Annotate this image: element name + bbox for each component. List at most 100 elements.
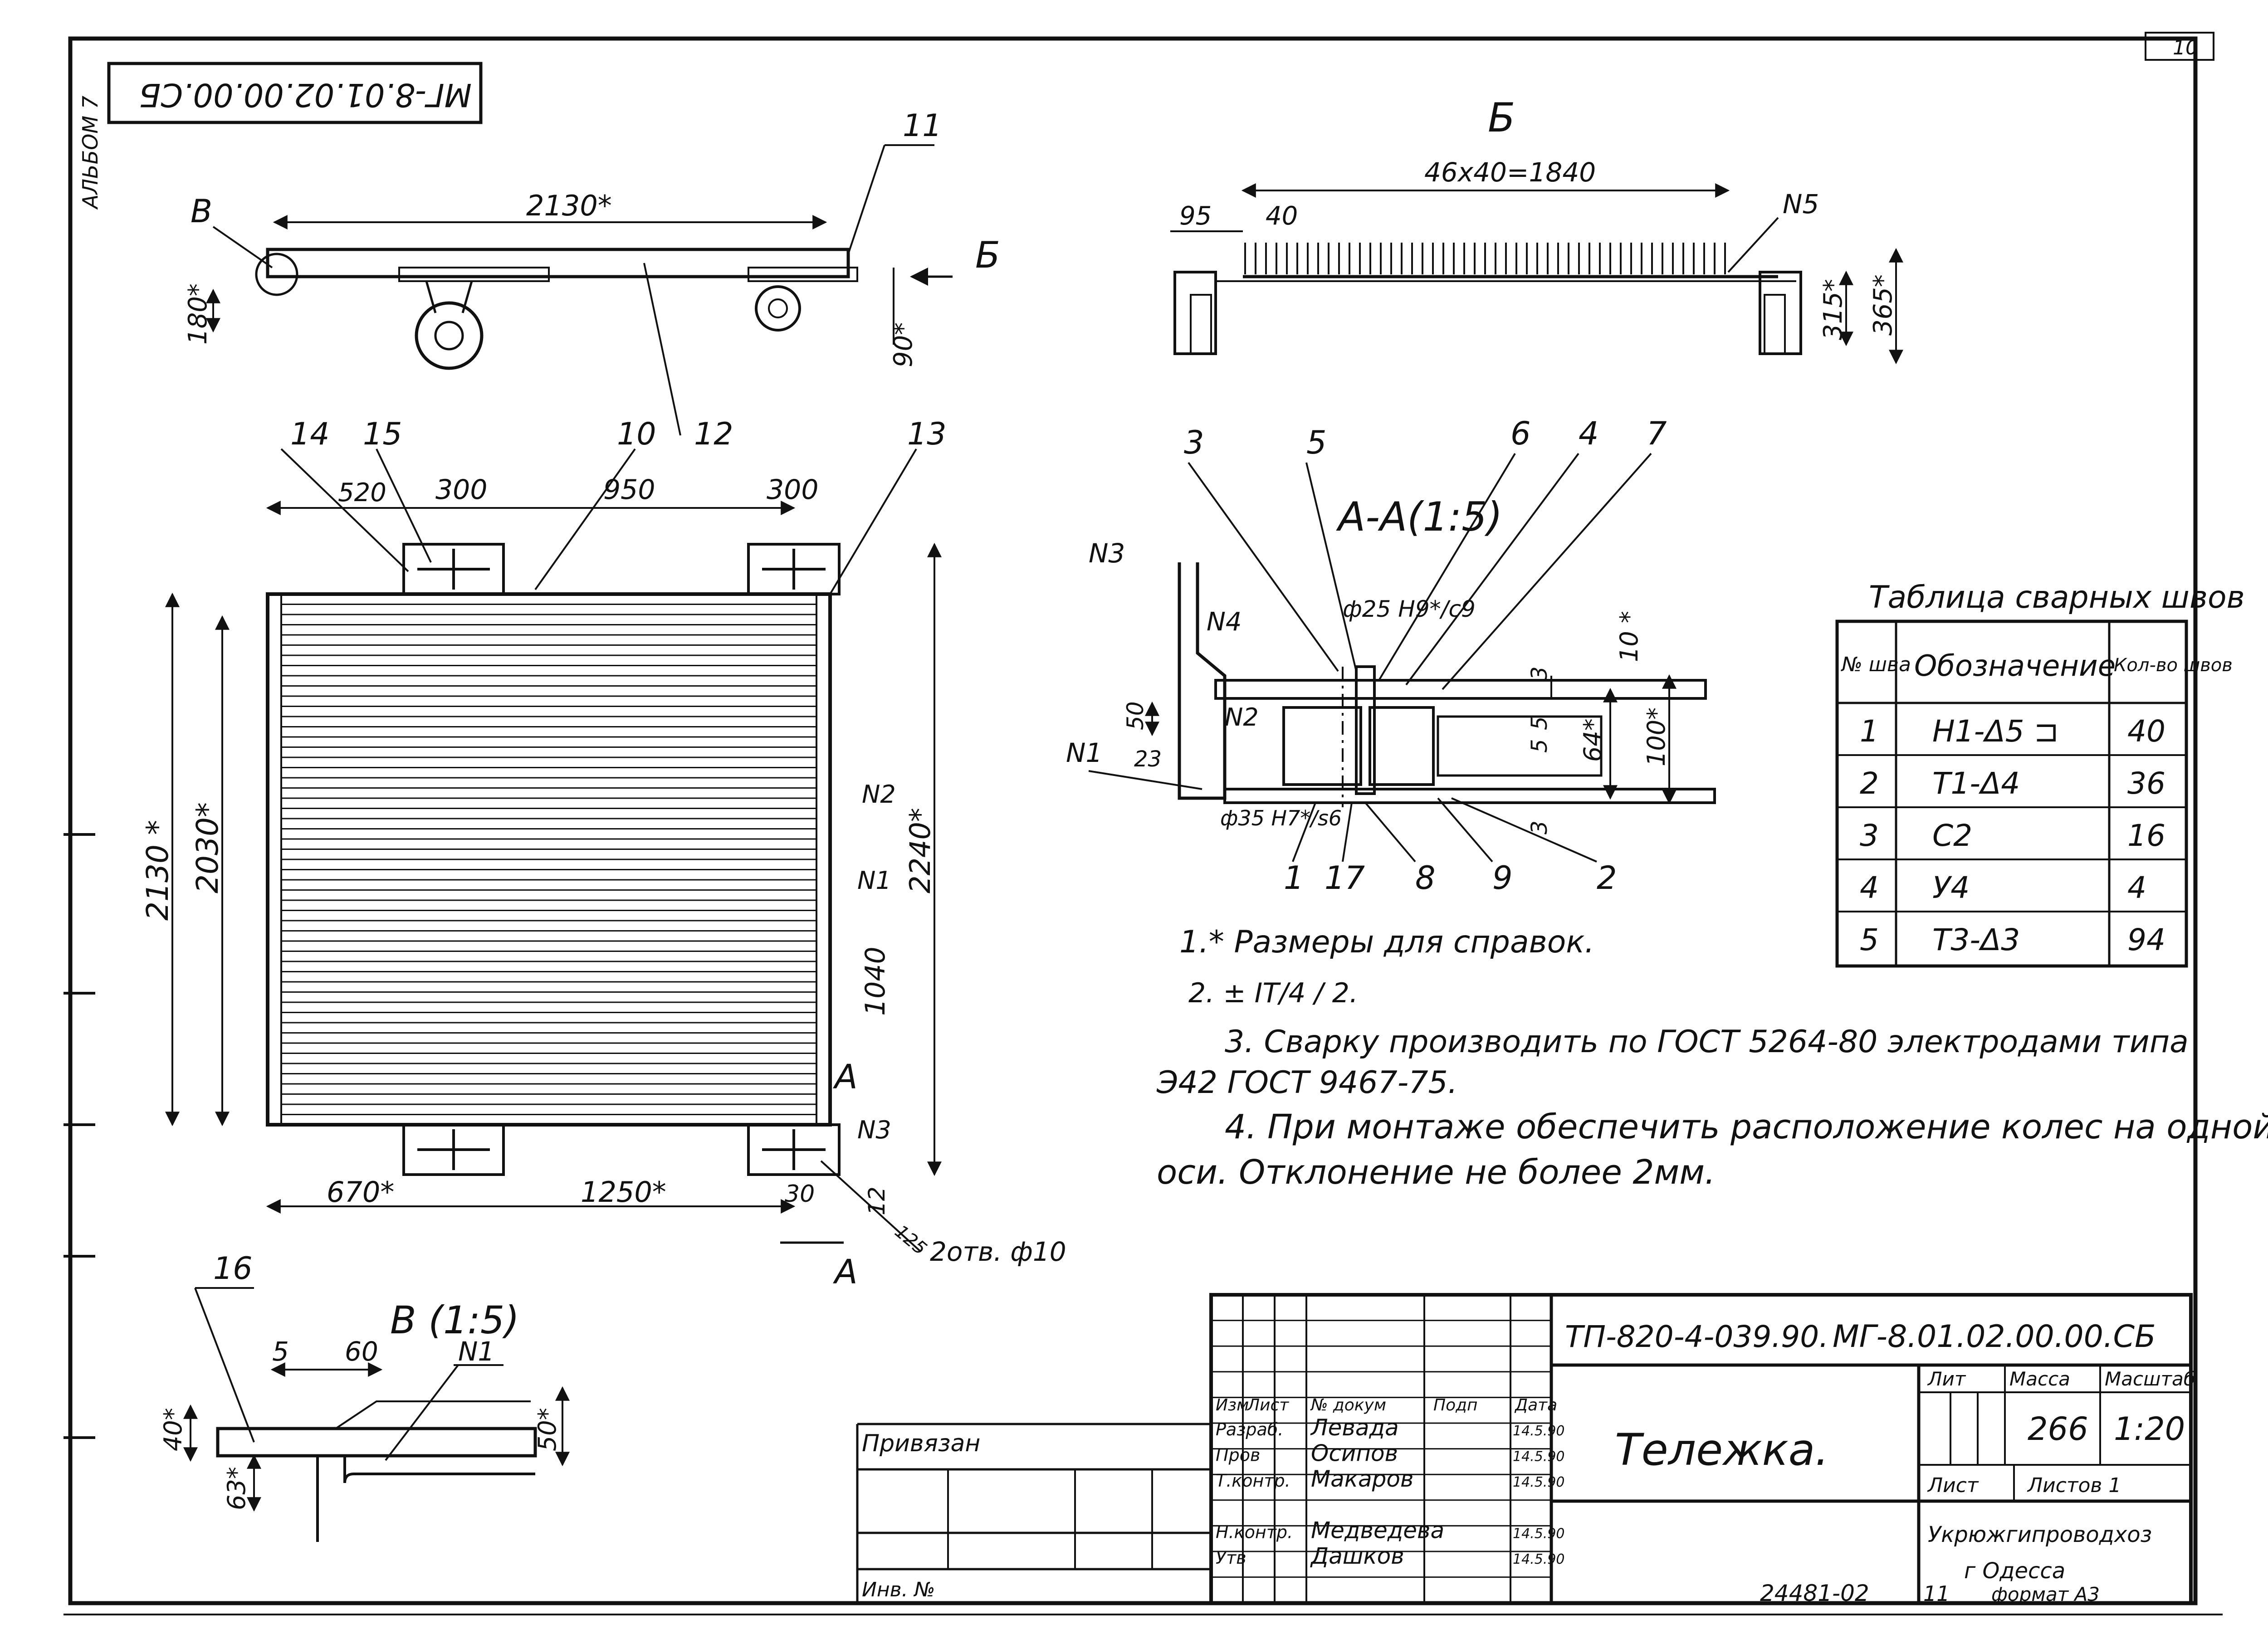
aa-weld-n1: N1 bbox=[1066, 737, 1102, 768]
weld-header-designation: Обозначение bbox=[1914, 649, 2116, 683]
rotated-code: МГ-8.01.02.00.00.СБ bbox=[139, 76, 472, 113]
tb-signer-role: Т.контр. bbox=[1216, 1471, 1290, 1491]
weld-cell: 1 bbox=[1860, 714, 1879, 749]
aa-fit-bottom: ф35 H7*/s6 bbox=[1220, 806, 1342, 830]
callout-14: 14 bbox=[290, 416, 330, 452]
tb-signer-name: Дашков bbox=[1310, 1543, 1404, 1569]
tb-signer-date: 14.5.90 bbox=[1513, 1423, 1565, 1439]
top-dim-height: 180* bbox=[183, 283, 213, 345]
tb-mass: 266 bbox=[2028, 1410, 2088, 1448]
grating-slats bbox=[281, 604, 816, 1115]
tb-signer-name: Макаров bbox=[1311, 1466, 1413, 1492]
b-dim-365: 365* bbox=[1868, 274, 1898, 336]
aa-callout-7: 7 bbox=[1647, 415, 1667, 452]
tb-drawing-code: МГ-8.01.02.00.00.СБ bbox=[1833, 1319, 2156, 1355]
note-2: 2. ± IT/4 / 2. bbox=[1188, 977, 1358, 1009]
note-3: 3. Сварку производить по ГОСТ 5264-80 эл… bbox=[1225, 1024, 2189, 1060]
detail-weld-n1: N1 bbox=[458, 1336, 494, 1367]
weld-cell: 5 bbox=[1860, 922, 1879, 957]
note-3b: Э42 ГОСТ 9467-75. bbox=[1156, 1065, 1457, 1101]
plan-dim-300b: 300 bbox=[767, 474, 819, 506]
aa-callout-2: 2 bbox=[1597, 859, 1617, 897]
rotated-code-box: МГ-8.01.02.00.00.СБ bbox=[107, 62, 483, 124]
detail-dim-40: 40* bbox=[159, 1408, 187, 1451]
aa-dim-3b: 3 bbox=[1527, 820, 1552, 834]
plan-section-a-top: A bbox=[833, 1058, 858, 1097]
aa-weld-n2: N2 bbox=[1225, 703, 1259, 732]
tb-col-header: Подп bbox=[1433, 1396, 1478, 1415]
plan-dim-950: 950 bbox=[603, 474, 655, 506]
aa-callout-5: 5 bbox=[1306, 424, 1327, 461]
detail-v: B (1:5) 16 5 60 N1 40* 63* 50* bbox=[159, 1251, 570, 1542]
plan-dim-670: 670* bbox=[327, 1176, 394, 1209]
aa-weld-n3: N3 bbox=[1089, 538, 1125, 569]
sheet-frame: 10 АЛЬБОМ 7 bbox=[64, 32, 2223, 1615]
plan-dim-2240: 2240* bbox=[904, 808, 937, 893]
aa-dim-50: 50 bbox=[1122, 701, 1149, 730]
detail-v-title: B (1:5) bbox=[390, 1298, 519, 1342]
section-aa: A-A(1:5) ф25 H9*/c9 ф35 H7*/s6 3 5 6 4 7… bbox=[1066, 415, 1716, 897]
plan-dim-30: 30 bbox=[785, 1180, 815, 1208]
plan-section-a-bottom: A bbox=[833, 1253, 858, 1292]
tb-signer-date: 14.5.90 bbox=[1513, 1474, 1565, 1490]
weld-cell: 4 bbox=[2127, 870, 2146, 905]
note-1: 1.* Размеры для справок. bbox=[1179, 924, 1594, 960]
detail-callout-16: 16 bbox=[213, 1251, 253, 1287]
b-dim-95: 95 bbox=[1179, 201, 1212, 231]
tb-sheets-label: Листов 1 bbox=[2027, 1474, 2121, 1497]
weld-cell: 16 bbox=[2127, 818, 2165, 853]
plan-dim-1250: 1250* bbox=[581, 1176, 666, 1209]
tb-sheet-label: Лист bbox=[1927, 1474, 1979, 1497]
tb-signer-date: 14.5.90 bbox=[1513, 1551, 1565, 1567]
tb-signer-date: 14.5.90 bbox=[1513, 1449, 1565, 1465]
tb-org-2: г Одесса bbox=[1964, 1558, 2065, 1584]
tb-col-header: Дата bbox=[1514, 1396, 1557, 1415]
aa-callout-6: 6 bbox=[1510, 415, 1531, 452]
callout-13: 13 bbox=[907, 416, 947, 452]
top-dim-wheel: 90* bbox=[889, 322, 918, 367]
weld-header-no: № шва bbox=[1840, 653, 1911, 676]
weld-table: Таблица сварных швов № шва Обозначение К… bbox=[1835, 580, 2245, 968]
aa-dim-3a: 3 bbox=[1527, 666, 1552, 680]
section-aa-title: A-A(1:5) bbox=[1336, 493, 1502, 540]
side-view-b: Б 46x40=1840 95 40 N5 315* 365* bbox=[1170, 94, 1903, 365]
tb-footer-number: 24481-02 bbox=[1760, 1580, 1869, 1606]
tb-mass-label: Масса bbox=[2009, 1368, 2070, 1390]
tb-project-code: ТП-820-4-039.90. bbox=[1565, 1319, 1828, 1354]
weld-cell: 40 bbox=[2127, 714, 2165, 749]
plan-dim-2030: 2030* bbox=[190, 802, 225, 893]
b-dim-315: 315* bbox=[1818, 279, 1848, 340]
tb-signer-name: Левада bbox=[1310, 1415, 1399, 1441]
aa-dim-64: 64* bbox=[1579, 718, 1607, 762]
plan-dim-520: 520 bbox=[338, 478, 386, 507]
weld-cell: T1-Δ4 bbox=[1932, 766, 2020, 801]
note-4b: оси. Отклонение не более 2мм. bbox=[1157, 1153, 1716, 1192]
tb-scale-label: Масштаб bbox=[2105, 1368, 2195, 1390]
detail-dim-50: 50* bbox=[533, 1408, 562, 1451]
weld-cell: У4 bbox=[1932, 870, 1970, 905]
callout-10: 10 bbox=[617, 416, 656, 452]
tb-format: формат А3 bbox=[1991, 1583, 2100, 1605]
aa-callout-17: 17 bbox=[1325, 859, 1365, 897]
top-dim-length: 2130* bbox=[526, 189, 612, 222]
tb-org-1: Укрюжгипроводхоз bbox=[1928, 1522, 2152, 1547]
aa-callout-9: 9 bbox=[1492, 859, 1513, 897]
callout-11: 11 bbox=[903, 108, 942, 144]
aa-dim-100: 100* bbox=[1642, 707, 1671, 766]
tb-col-header: Изм bbox=[1216, 1396, 1249, 1415]
weld-cell: C2 bbox=[1932, 818, 1972, 853]
b-weld-n5: N5 bbox=[1783, 189, 1819, 219]
note-4: 4. При монтаже обеспечить расположение к… bbox=[1225, 1107, 2268, 1146]
aa-dim-5b: 5 bbox=[1527, 739, 1552, 753]
plan-dim-2130: 2130 * bbox=[140, 820, 175, 921]
aa-callout-4: 4 bbox=[1579, 415, 1599, 452]
tb-signer-role: Н.контр. bbox=[1216, 1522, 1293, 1542]
plan-dim-300a: 300 bbox=[435, 474, 488, 506]
tb-scale: 1:20 bbox=[2114, 1410, 2185, 1448]
tb-inv: Инв. № bbox=[862, 1578, 935, 1601]
tb-signer-date: 14.5.90 bbox=[1513, 1526, 1565, 1541]
plan-view: 520 300 950 300 14 15 10 12 13 2130 * 20… bbox=[140, 416, 1066, 1292]
tb-footer-sheet: 11 bbox=[1923, 1581, 1950, 1606]
notes: 1.* Размеры для справок. 2. ± IT/4 / 2. … bbox=[1156, 924, 2268, 1192]
view-b-title: Б bbox=[1488, 94, 1515, 141]
